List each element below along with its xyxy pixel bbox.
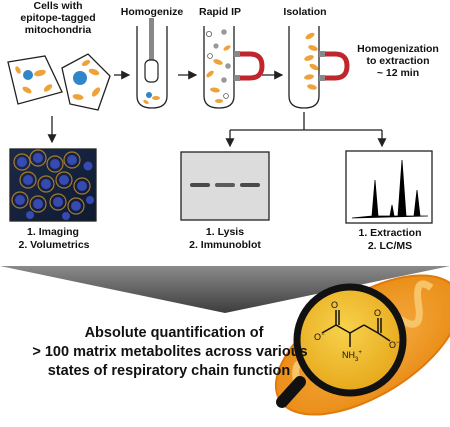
- lysis-caption-line2: 2. Immunoblot: [189, 239, 261, 251]
- isolation-label: Isolation: [283, 6, 327, 18]
- pestle-head: [144, 59, 159, 83]
- extraction-caption-line1: 1. Extraction: [358, 227, 422, 239]
- conclusion-line3: states of respiratory chain function: [47, 363, 291, 379]
- nucleus-icon: [73, 71, 87, 85]
- timing-label-line1: Homogenization: [357, 43, 439, 55]
- immunoblot-panel: [180, 151, 270, 221]
- timing-label-line2: to extraction: [366, 55, 430, 67]
- homogenize-label: Homogenize: [120, 6, 184, 18]
- molecule-oxygen-top-right: O: [374, 308, 382, 318]
- molecule-oxygen-top-left: O: [331, 300, 339, 310]
- blot-band: [240, 183, 260, 187]
- rapid-ip-tube: [203, 26, 265, 109]
- blot-band: [190, 183, 210, 187]
- lysis-caption-line1: 1. Lysis: [205, 226, 245, 238]
- nucleus-icon: [23, 70, 33, 80]
- lcms-panel: [345, 150, 433, 224]
- magnet-icon: [238, 51, 265, 81]
- chromatogram-trace: [351, 159, 429, 219]
- cells-label-line1: Cells with: [33, 0, 83, 12]
- molecule-oxygen-right: O−: [389, 340, 400, 350]
- molecule-oxygen-left: O−: [314, 332, 325, 342]
- isolation-tube: [288, 26, 350, 109]
- imaging-caption-line1: 1. Imaging: [27, 226, 79, 238]
- aspartate-structure: [321, 310, 391, 347]
- rapid-ip-label: Rapid IP: [198, 6, 241, 18]
- molecule-amine: NH3+: [342, 350, 362, 363]
- imaging-caption-line2: 2. Volumetrics: [18, 239, 90, 251]
- imaging-panel: [9, 148, 97, 222]
- timing-label-line3: ~ 12 min: [376, 67, 420, 79]
- extraction-caption-line2: 2. LC/MS: [367, 240, 413, 252]
- funnel-shape: [0, 266, 450, 313]
- pestle-rod: [149, 18, 154, 62]
- homogenizer-tube: [136, 18, 168, 109]
- cells-label-line3: mitochondria: [24, 24, 92, 36]
- magnet-icon: [323, 51, 350, 81]
- conclusion-line2: > 100 matrix metabolites across various: [32, 344, 308, 360]
- cells-label-line2: epitope-tagged: [20, 12, 96, 24]
- blot-band: [215, 183, 235, 187]
- cells-illustration: [7, 53, 111, 111]
- conclusion-line1: Absolute quantification of: [84, 325, 264, 341]
